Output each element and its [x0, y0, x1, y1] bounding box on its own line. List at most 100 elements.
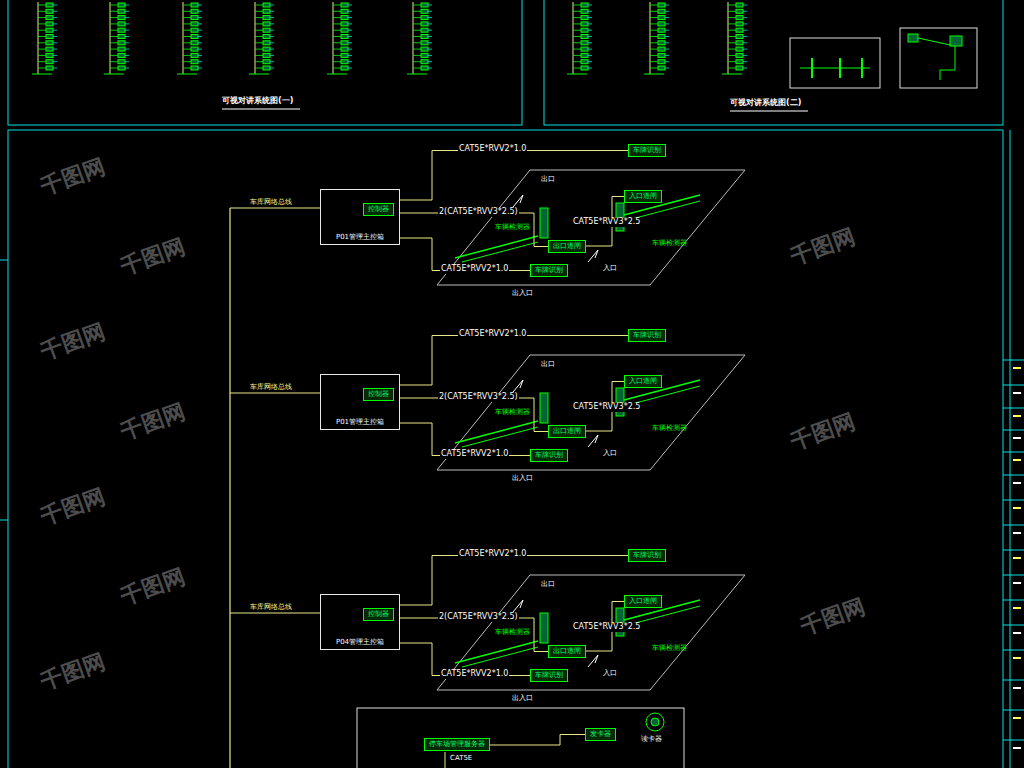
title-block-mark	[1013, 747, 1021, 749]
intercom-symbol	[118, 3, 125, 7]
intercom-symbol	[341, 22, 348, 26]
intercom-symbol	[581, 66, 588, 70]
branch-line	[255, 30, 263, 31]
device-label: 读卡器	[641, 736, 662, 744]
branch-line	[333, 17, 341, 18]
node-text: 车牌识别	[633, 146, 661, 154]
intercom-symbol	[191, 28, 198, 32]
node-text: 入口道闸	[629, 192, 657, 200]
node-text: 控制器	[368, 610, 389, 618]
node-text: 控制器	[368, 205, 389, 213]
title-block-line	[1003, 475, 1024, 476]
branch-line	[110, 11, 118, 12]
panel-frame	[8, 0, 522, 125]
intercom-symbol	[341, 16, 348, 20]
intercom-symbol	[263, 66, 270, 70]
intercom-symbol	[341, 28, 348, 32]
branch-line	[413, 11, 421, 12]
branch-line	[270, 55, 274, 56]
branch-line	[183, 68, 191, 69]
device-symbol	[861, 58, 863, 78]
camera-box: 车牌识别	[530, 264, 568, 277]
node-text: P01管理主控箱	[336, 418, 384, 426]
branch-line	[665, 5, 669, 6]
intercom-symbol	[421, 53, 428, 57]
bus-line	[800, 68, 870, 69]
intercom-symbol	[191, 35, 198, 39]
intercom-symbol	[421, 41, 428, 45]
branch-line	[428, 23, 432, 24]
branch-line	[728, 55, 736, 56]
branch-line	[53, 5, 57, 6]
intercom-symbol	[191, 3, 198, 7]
title-block-line	[1003, 575, 1024, 576]
branch-line	[413, 49, 421, 50]
intercom-symbol	[736, 60, 743, 64]
server-frame	[357, 708, 684, 768]
branch-line	[428, 30, 432, 31]
node-text: 出口道闸	[553, 427, 581, 435]
title-block-line	[1003, 550, 1024, 551]
node-text: 发卡器	[590, 730, 611, 738]
branch-line	[348, 61, 352, 62]
bus-label: 车库网络总线	[250, 384, 292, 391]
barrier-gate	[616, 203, 624, 231]
branch-line	[125, 30, 129, 31]
lane-line	[462, 647, 538, 667]
branch-line	[728, 17, 736, 18]
title-block-mark	[1013, 459, 1021, 461]
detail-frame	[790, 38, 880, 88]
title-block-mark	[1013, 507, 1021, 509]
detector-label: 车辆检测器	[495, 409, 530, 417]
ground-line	[722, 74, 742, 75]
intercom-symbol	[46, 60, 53, 64]
detector-label: 车辆检测器	[652, 645, 687, 653]
camera-box: 车牌识别	[530, 449, 568, 462]
riser-line	[110, 2, 111, 74]
branch-line	[665, 42, 669, 43]
barrier-gate	[540, 208, 548, 238]
intercom-symbol	[736, 35, 743, 39]
diagram-title: 可视对讲系统图(二)	[730, 99, 801, 108]
watermark: 千图网	[118, 399, 188, 444]
ground-line	[567, 74, 587, 75]
intercom-symbol	[421, 28, 428, 32]
gate-box: 出口道闸	[548, 425, 586, 438]
branch-line	[413, 23, 421, 24]
sheet-frame	[8, 130, 1003, 768]
title-block-mark	[1013, 657, 1021, 659]
title-block-mark	[1013, 687, 1021, 689]
gate-box: 出口道闸	[548, 645, 586, 658]
cable-label: CAT5E	[450, 755, 472, 763]
branch-line	[743, 5, 747, 6]
branch-line	[573, 30, 581, 31]
branch-line	[198, 49, 202, 50]
intercom-symbol	[736, 47, 743, 51]
lane-plaza	[437, 575, 745, 690]
intercom-symbol	[118, 35, 125, 39]
branch-line	[198, 36, 202, 37]
node-text: 控制器	[368, 390, 389, 398]
intercom-symbol	[191, 41, 198, 45]
intercom-symbol	[658, 53, 665, 57]
device-symbol	[811, 58, 813, 78]
branch-line	[110, 17, 118, 18]
intercom-symbol	[191, 22, 198, 26]
trunk-line	[229, 208, 230, 768]
branch-line	[665, 17, 669, 18]
intercom-symbol	[263, 3, 270, 7]
branch-line	[53, 68, 57, 69]
branch-line	[348, 11, 352, 12]
intercom-symbol	[421, 9, 428, 13]
title-block-line	[1003, 525, 1024, 526]
cable-connector	[400, 618, 548, 652]
direction-arrow	[513, 600, 523, 612]
branch-line	[728, 36, 736, 37]
title-underline	[730, 111, 808, 112]
branch-line	[230, 393, 320, 394]
lane-line	[462, 242, 538, 262]
lane-label: 出入口	[512, 290, 533, 298]
direction-arrow	[588, 655, 598, 667]
branch-line	[743, 11, 747, 12]
